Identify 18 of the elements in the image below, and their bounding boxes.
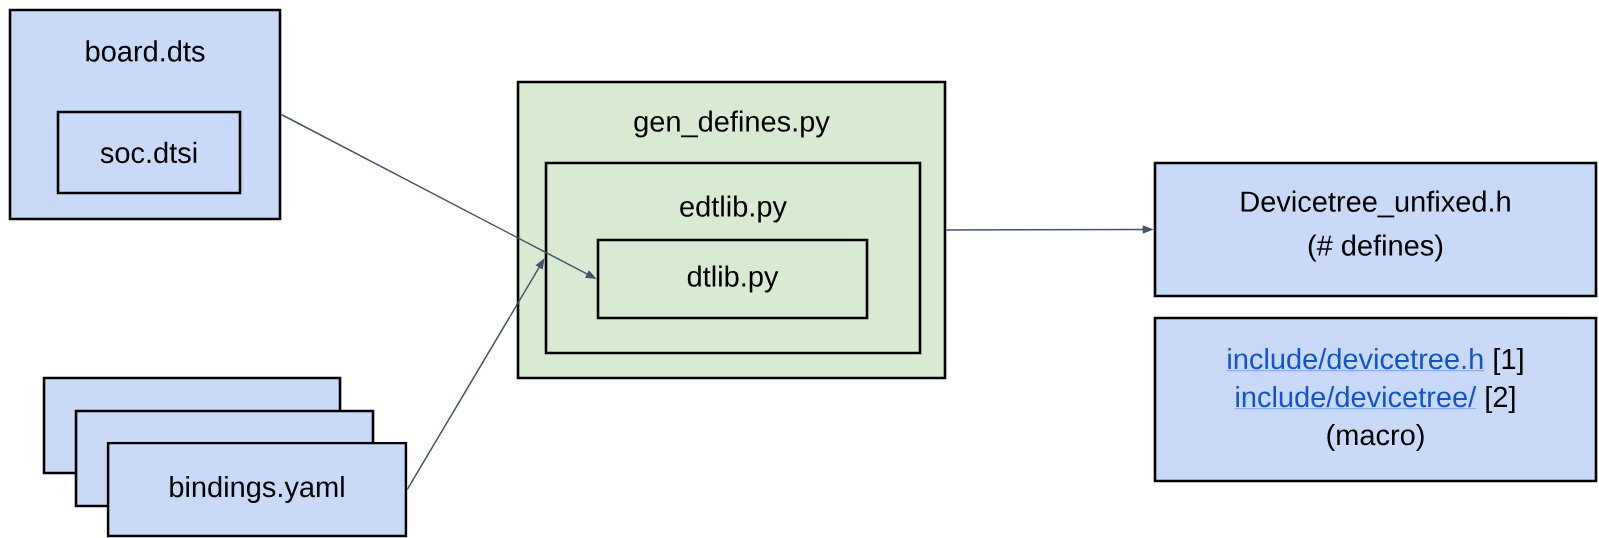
reference-number: [1] (1494, 348, 1523, 375)
output-box (1153, 161, 1598, 298)
file-name: bindings.yaml (170, 475, 344, 503)
file-name: board.dts (86, 40, 205, 62)
file-name: soc.dtsi (100, 141, 197, 164)
file-name: Devicetree_unfixed.h (1241, 190, 1510, 218)
file-name: gen_defines.py (634, 110, 830, 138)
module-box (596, 238, 869, 320)
file-box (106, 441, 408, 538)
file-box (56, 110, 242, 195)
file-name: edtlib.py (680, 195, 787, 223)
file-name: dtlib.py (687, 265, 779, 293)
output-box (1153, 316, 1598, 483)
reference-number: [2] (1486, 386, 1515, 413)
link: include/devicetree.h (1226, 348, 1485, 371)
note: (macro) (1327, 424, 1424, 451)
description: (# defines) (1308, 234, 1443, 262)
link: include/devicetree/ (1234, 386, 1477, 409)
